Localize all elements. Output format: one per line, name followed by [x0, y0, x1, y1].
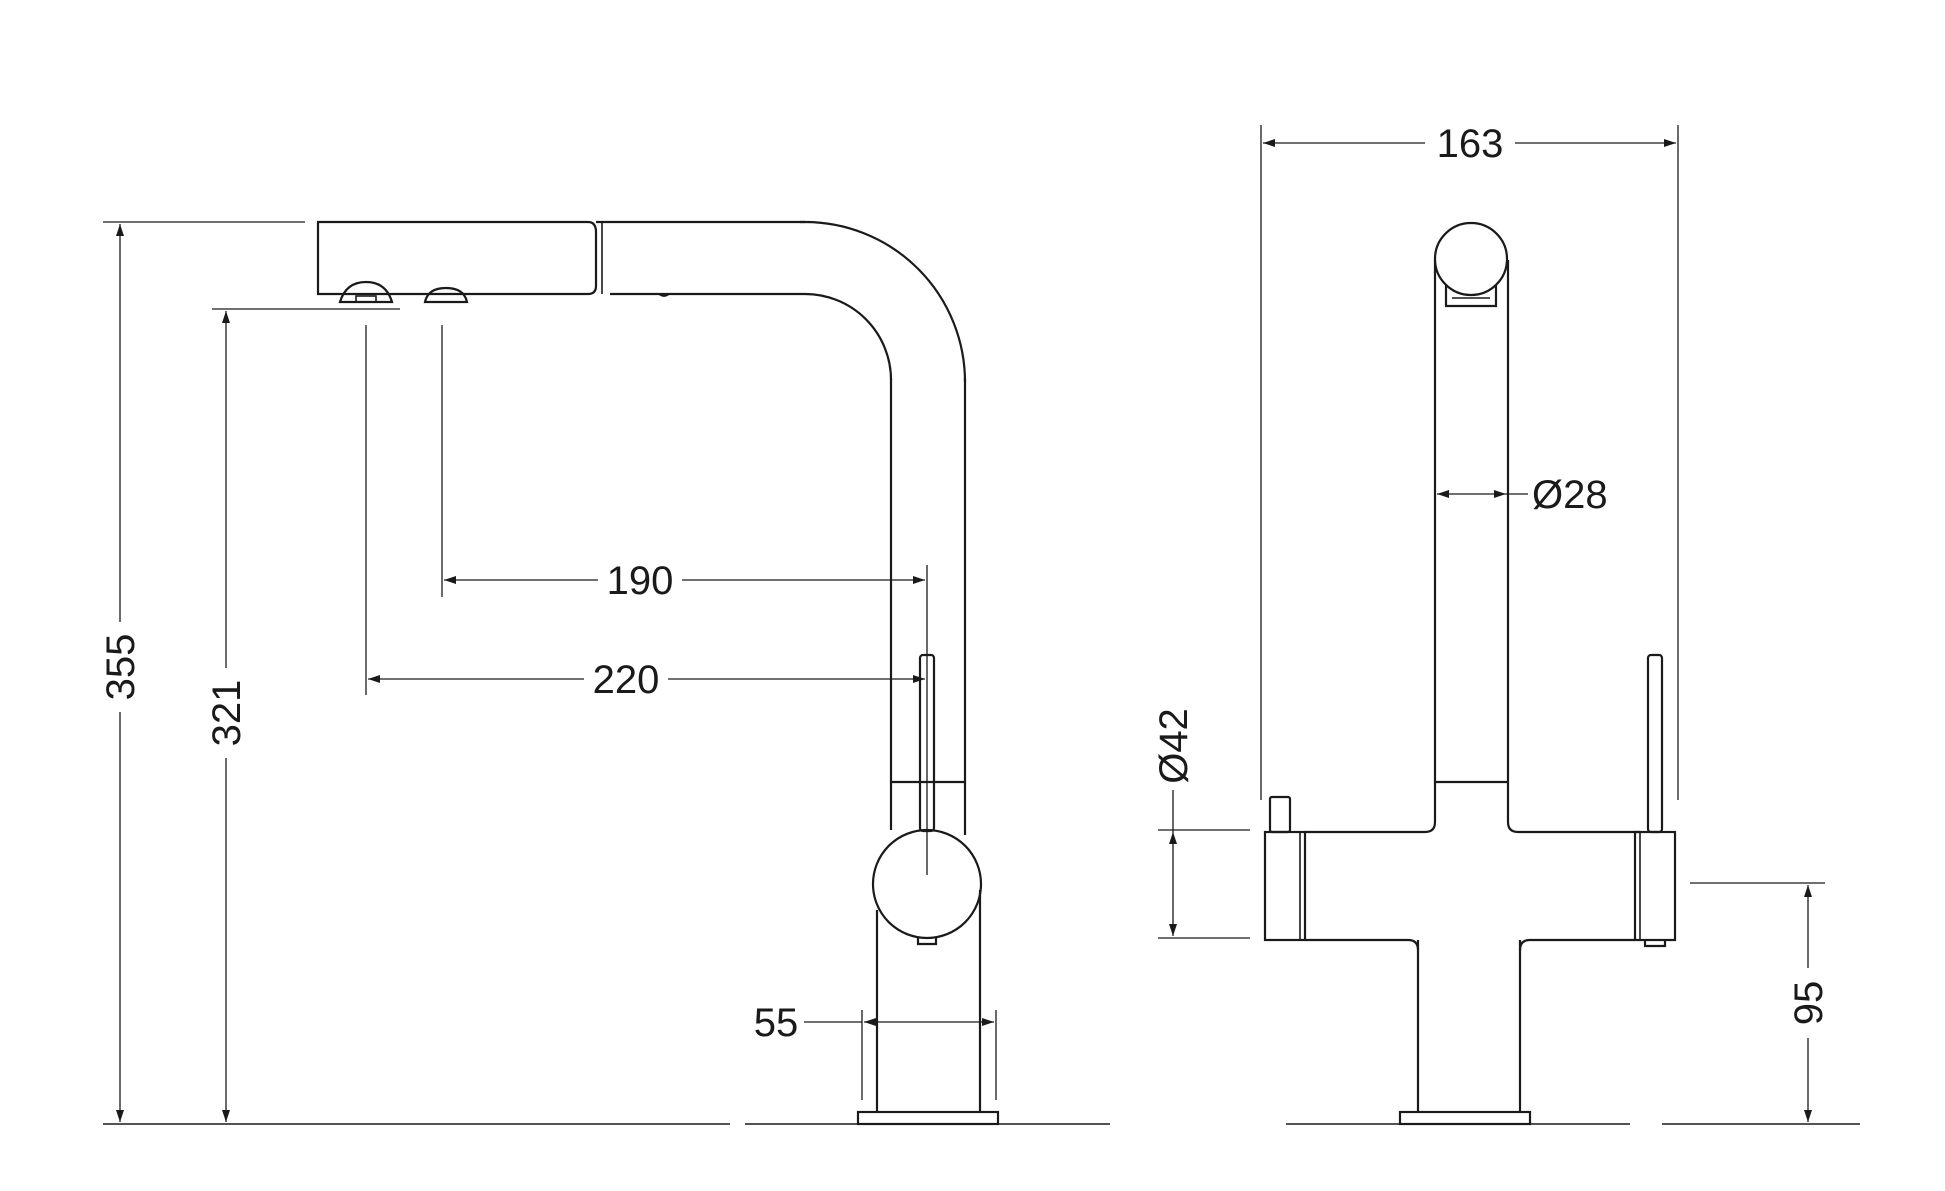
dim-label-95: 95	[1787, 981, 1831, 1026]
side-spray-nozzle-1	[338, 280, 394, 304]
dim-label-220: 220	[593, 658, 660, 702]
front-view: 163 Ø28 Ø42 95	[1152, 121, 1860, 1126]
front-left-handle	[1263, 830, 1307, 942]
dim-label-190: 190	[607, 559, 674, 603]
front-spout-outlet	[1444, 285, 1498, 308]
side-spray-nozzle-1-tip	[355, 295, 377, 303]
side-view: 355 321 190 220 55	[99, 220, 1110, 1126]
dim-label-163: 163	[1437, 122, 1504, 166]
front-body-lower-right-curve	[1518, 938, 1635, 951]
front-body-upper-right-curve	[1506, 821, 1640, 834]
front-left-lever-stub	[1268, 795, 1292, 834]
dim-label-d42: Ø42	[1152, 708, 1196, 784]
side-spray-head	[316, 220, 598, 296]
side-spray-nozzle-2	[423, 286, 469, 304]
front-base-plate	[1398, 1110, 1532, 1126]
front-spout-head	[1433, 221, 1509, 297]
front-body-upper-left-curve	[1305, 821, 1437, 834]
dim-label-55: 55	[754, 1001, 799, 1045]
side-spout-bend-inner	[804, 292, 893, 381]
side-spray-button	[658, 293, 670, 297]
dim-label-d28: Ø28	[1532, 473, 1608, 517]
front-body-lower-left-curve	[1305, 938, 1420, 951]
dim-label-355: 355	[99, 634, 143, 701]
side-base-plate	[856, 1110, 1000, 1126]
front-right-lever	[1646, 653, 1664, 834]
side-spout-bend-outer	[800, 220, 967, 383]
side-handle-nub	[916, 938, 938, 946]
dim-label-321: 321	[205, 680, 249, 747]
front-right-handle	[1633, 830, 1677, 942]
front-right-handle-nub	[1643, 940, 1667, 948]
